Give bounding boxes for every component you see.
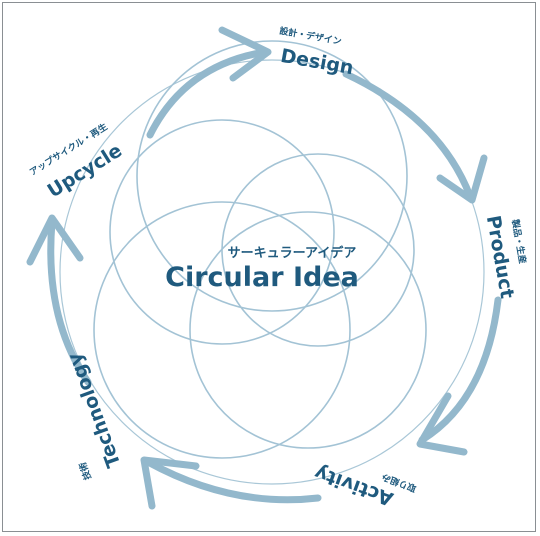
- arrow-technology-to-upcycle-arc: [47, 218, 92, 386]
- arrow-product-to-activity-head: [416, 392, 468, 456]
- node-technology-title: Technology: [63, 349, 125, 470]
- petal-circle-activity: [189, 211, 427, 449]
- node-design: 設計・デザイン Design: [278, 25, 355, 80]
- center-title: Circular Idea: [165, 262, 359, 293]
- petal-circles: [93, 40, 427, 459]
- petal-circle-design: [136, 40, 408, 312]
- arrow-activity-to-technology-head: [140, 456, 200, 510]
- node-product: 製品・生産 Product: [482, 214, 529, 300]
- arrow-upcycle-to-design-arc: [146, 48, 269, 139]
- node-design-subtitle: 設計・デザイン: [278, 25, 342, 48]
- petal-circle-upcycle: [109, 119, 335, 345]
- outer-ring: [59, 59, 485, 485]
- diagram-frame: [2, 2, 536, 532]
- arrow-upcycle-to-design-head: [218, 26, 272, 82]
- node-technology-subtitle: 技術: [76, 461, 93, 482]
- arrow-technology-to-upcycle-head: [26, 214, 84, 266]
- petal-circle-technology: [93, 201, 351, 459]
- node-design-title: Design: [279, 45, 355, 79]
- arrow-product-to-activity-arc: [418, 296, 502, 444]
- node-activity: Activity 取り組み: [311, 461, 418, 510]
- arrow-activity-to-technology-arc: [144, 458, 322, 504]
- cycle-arrows: [26, 26, 502, 510]
- arrow-design-to-product-head: [436, 154, 488, 204]
- node-activity-title: Activity: [311, 461, 396, 510]
- arrow-design-to-product-arc: [342, 70, 474, 200]
- center-subtitle: サーキュラーアイデア: [228, 245, 357, 261]
- node-upcycle-title: Upcycle: [44, 140, 126, 203]
